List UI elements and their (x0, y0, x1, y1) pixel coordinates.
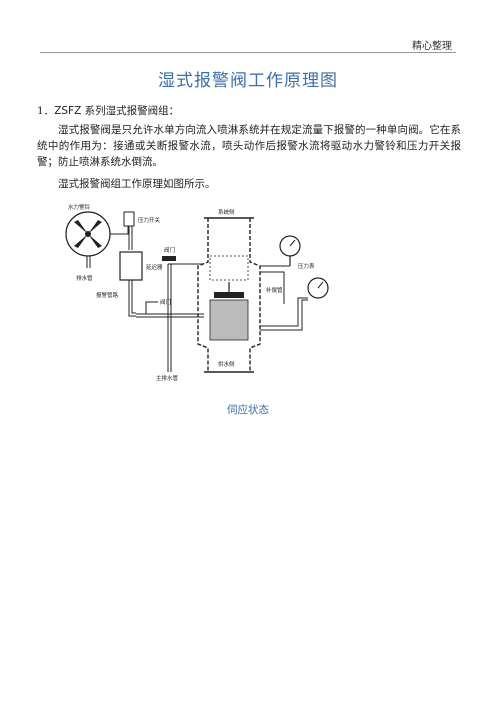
valve-top-icon (162, 256, 176, 261)
label-valve-top: 阀门 (164, 246, 175, 254)
label-drain-pipe: 排水管 (76, 274, 93, 282)
label-pressure-switch: 压力开关 (138, 216, 161, 224)
label-system-side: 系统侧 (218, 208, 235, 216)
label-supply-side: 供水侧 (218, 360, 235, 368)
valve-diagram: 水力警铃 排水管 压力开关 延迟器 报警管路 阀门 阀门 主排水管 系统侧 供水… (65, 203, 329, 382)
header-divider (40, 52, 456, 53)
paragraph-description: 湿式报警阀是只允许水单方向流入喷淋系统并在规定流量下报警的一种单向阀。它在系统中… (37, 124, 461, 168)
header-note: 精心整理 (412, 41, 452, 52)
section-heading: 1．ZSFZ 系列湿式报警阀组： (37, 103, 179, 118)
label-water-bell: 水力警铃 (68, 203, 91, 211)
alarm-valve-body (197, 217, 261, 373)
label-pressure-gauge: 压力表 (298, 262, 315, 270)
diagram-caption: 伺应状态 (227, 404, 269, 416)
section-number: 1． (37, 105, 55, 117)
label-alarm-pipe: 报警管路 (96, 291, 119, 299)
pressure-gauge-bottom-icon (307, 277, 329, 299)
section-heading-text: ZSFZ 系列湿式报警阀组： (54, 105, 180, 117)
page-title: 湿式报警阀工作原理图 (158, 71, 338, 91)
label-delay-device: 延迟器 (146, 263, 163, 271)
label-trim-pipe: 补偿管 (266, 286, 283, 294)
delay-device-icon (119, 251, 143, 281)
paragraph-diagram-intro: 湿式报警阀组工作原理如图所示。 (58, 178, 216, 190)
water-bell-icon (65, 211, 111, 257)
label-main-drain: 主排水管 (156, 374, 179, 382)
label-valve-mid: 阀门 (160, 298, 171, 306)
pressure-gauge-top-icon (279, 235, 301, 266)
pressure-switch-icon (123, 211, 135, 227)
